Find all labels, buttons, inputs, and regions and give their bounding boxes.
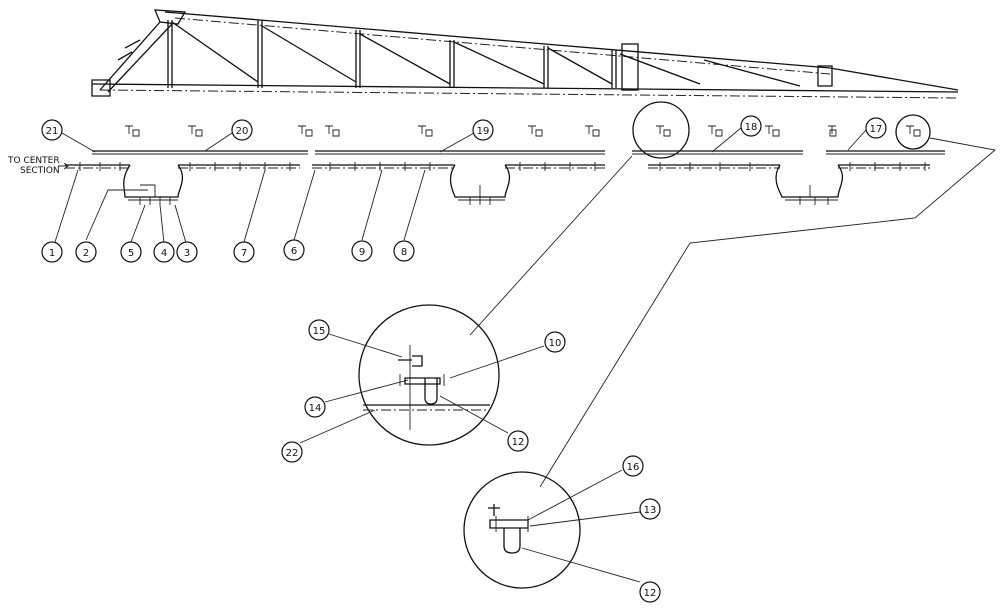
svg-text:12: 12 <box>644 588 657 599</box>
callout-12-b: 12 <box>639 581 661 603</box>
svg-text:13: 13 <box>644 505 657 516</box>
callout-12: 12 <box>507 430 529 452</box>
svg-text:22: 22 <box>286 448 299 459</box>
detail-b <box>463 471 581 589</box>
svg-text:6: 6 <box>291 246 297 257</box>
callout-16: 16 <box>622 455 644 477</box>
svg-text:19: 19 <box>477 126 490 137</box>
callout-22: 22 <box>281 441 303 463</box>
callout-6: 6 <box>283 239 305 261</box>
callout-4: 4 <box>153 241 175 263</box>
svg-text:16: 16 <box>627 462 640 473</box>
callout-14: 14 <box>304 396 326 418</box>
callout-8: 8 <box>393 240 415 262</box>
svg-text:7: 7 <box>241 248 247 259</box>
callout-7: 7 <box>233 241 255 263</box>
svg-text:4: 4 <box>161 248 167 259</box>
svg-text:9: 9 <box>359 247 365 258</box>
svg-text:10: 10 <box>549 338 562 349</box>
svg-text:17: 17 <box>870 124 883 135</box>
callout-15: 15 <box>308 319 330 341</box>
svg-text:15: 15 <box>313 326 326 337</box>
callout-17: 17 <box>865 117 887 139</box>
svg-text:2: 2 <box>83 248 89 259</box>
callout-9: 9 <box>351 240 373 262</box>
boom-truss <box>91 9 959 99</box>
leader-lines <box>54 127 867 583</box>
svg-text:18: 18 <box>745 122 758 133</box>
callout-1: 1 <box>41 241 63 263</box>
boom-sections <box>65 101 997 488</box>
callout-3: 3 <box>176 241 198 263</box>
svg-text:1: 1 <box>49 248 55 259</box>
callout-2: 2 <box>75 241 97 263</box>
note-line-1: TO CENTER <box>7 156 60 166</box>
svg-text:14: 14 <box>309 403 322 414</box>
callout-20: 20 <box>231 119 253 141</box>
callout-21: 21 <box>41 119 63 141</box>
callout-13: 13 <box>639 498 661 520</box>
callout-18: 18 <box>740 115 762 137</box>
svg-text:3: 3 <box>184 248 190 259</box>
svg-text:21: 21 <box>46 126 59 137</box>
note-line-2: SECTION <box>20 166 60 176</box>
detail-a <box>358 304 500 446</box>
svg-text:20: 20 <box>236 126 249 137</box>
svg-text:8: 8 <box>401 247 407 258</box>
svg-text:5: 5 <box>128 248 134 259</box>
callout-10: 10 <box>544 331 566 353</box>
callout-5: 5 <box>120 241 142 263</box>
svg-text:12: 12 <box>512 437 525 448</box>
callout-19: 19 <box>472 119 494 141</box>
